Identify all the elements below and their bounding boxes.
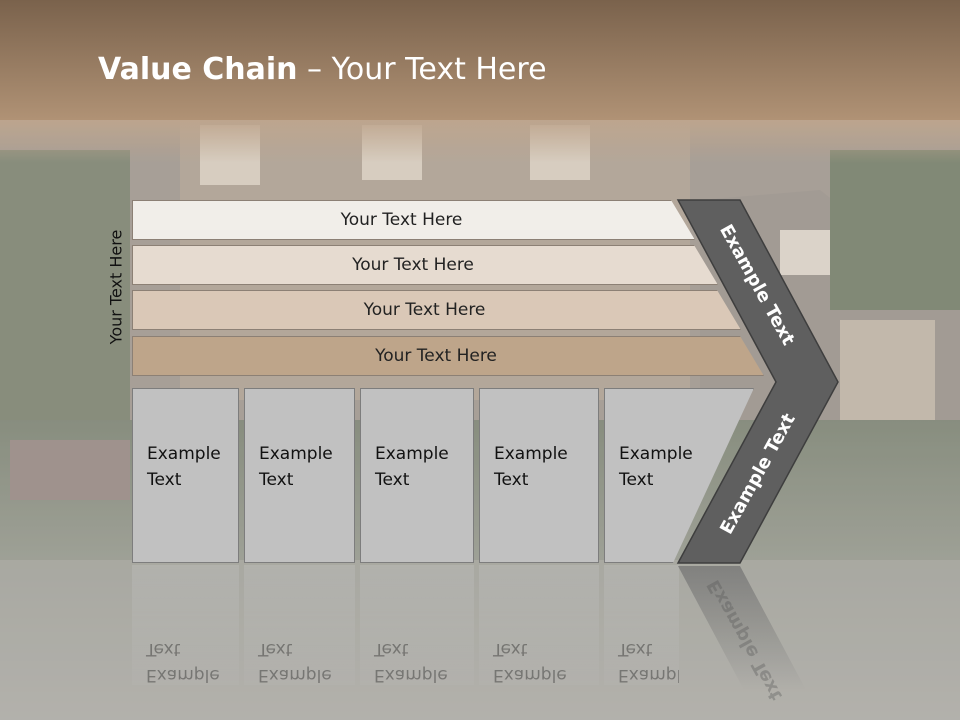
title-bold: Value Chain: [98, 52, 298, 87]
slide-title: Value Chain – Your Text Here: [98, 52, 547, 87]
column-label: Example Text: [494, 444, 568, 490]
primary-column-2: Example Text: [244, 388, 355, 563]
column-reflection-label: Example Text: [360, 565, 474, 685]
column-label: Example Text: [375, 444, 449, 490]
support-row-4: Your Text Here: [132, 336, 764, 376]
support-row-label: Your Text Here: [363, 300, 486, 320]
support-row-label: Your Text Here: [352, 255, 474, 275]
column-reflection-label: Example Text: [132, 565, 239, 685]
column-reflection-label: Example Text: [604, 565, 679, 685]
column-reflection: Example Text: [244, 565, 355, 685]
title-rest: – Your Text Here: [297, 52, 547, 87]
column-label: Example Text: [259, 444, 333, 490]
support-row-1: Your Text Here: [132, 200, 695, 240]
support-row-2: Your Text Here: [132, 245, 718, 285]
column-reflection-label: Example Text: [244, 565, 355, 685]
column-reflection: Example Text: [604, 565, 679, 685]
column-label: Example Text: [147, 444, 221, 490]
support-row-label: Your Text Here: [340, 210, 463, 230]
column-reflection-label: Example Text: [479, 565, 599, 685]
primary-column-1: Example Text: [132, 388, 239, 563]
primary-column-3: Example Text: [360, 388, 474, 563]
primary-column-4: Example Text: [479, 388, 599, 563]
column-reflection: Example Text: [360, 565, 474, 685]
support-row-3: Your Text Here: [132, 290, 741, 330]
column-label: Example Text: [619, 444, 693, 490]
vertical-side-label: Your Text Here: [106, 229, 126, 345]
column-reflection: Example Text: [132, 565, 239, 685]
column-reflection: Example Text: [479, 565, 599, 685]
support-row-label: Your Text Here: [375, 346, 497, 366]
